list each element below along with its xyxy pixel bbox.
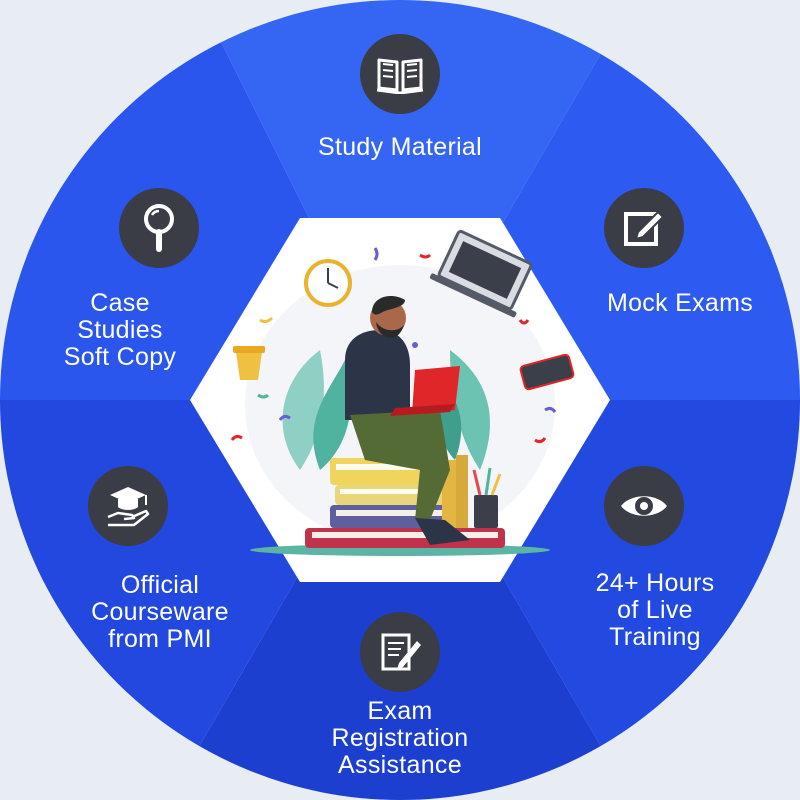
label-official-courseware: Official Courseware from PMI: [60, 572, 260, 653]
document-pen-icon: [360, 612, 440, 692]
student-studying-illustration: [230, 229, 575, 556]
label-mock-exams: Mock Exams: [575, 290, 785, 317]
label-line: Courseware: [91, 598, 229, 626]
label-line: Registration: [331, 724, 469, 752]
magnifier-icon: [119, 188, 199, 268]
label-line: Case: [90, 289, 150, 317]
edit-pencil-icon: [604, 188, 684, 268]
label-line: 24+ Hours: [595, 569, 715, 597]
open-book-icon: [360, 34, 440, 114]
label-line: Soft Copy: [63, 343, 177, 371]
label-line: Training: [609, 623, 701, 651]
label-study-material: Study Material: [280, 134, 520, 161]
label-line: from PMI: [108, 625, 212, 653]
label-live-training: 24+ Hours of Live Training: [555, 570, 755, 651]
segment-exam-registration: [200, 400, 600, 800]
label-line: Official: [120, 571, 200, 599]
label-line: Study Material: [318, 133, 482, 161]
label-line: Exam: [367, 697, 433, 725]
label-line: Mock Exams: [606, 289, 754, 317]
graduation-cap-hand-icon: [88, 466, 168, 546]
label-exam-registration: Exam Registration Assistance: [300, 698, 500, 779]
label-line: Assistance: [338, 751, 462, 779]
eye-icon: [604, 466, 684, 546]
label-case-studies: Case Studies Soft Copy: [20, 290, 220, 371]
label-line: Studies: [77, 316, 163, 344]
segment-study-material: [200, 0, 600, 400]
label-line: of Live: [617, 596, 693, 624]
